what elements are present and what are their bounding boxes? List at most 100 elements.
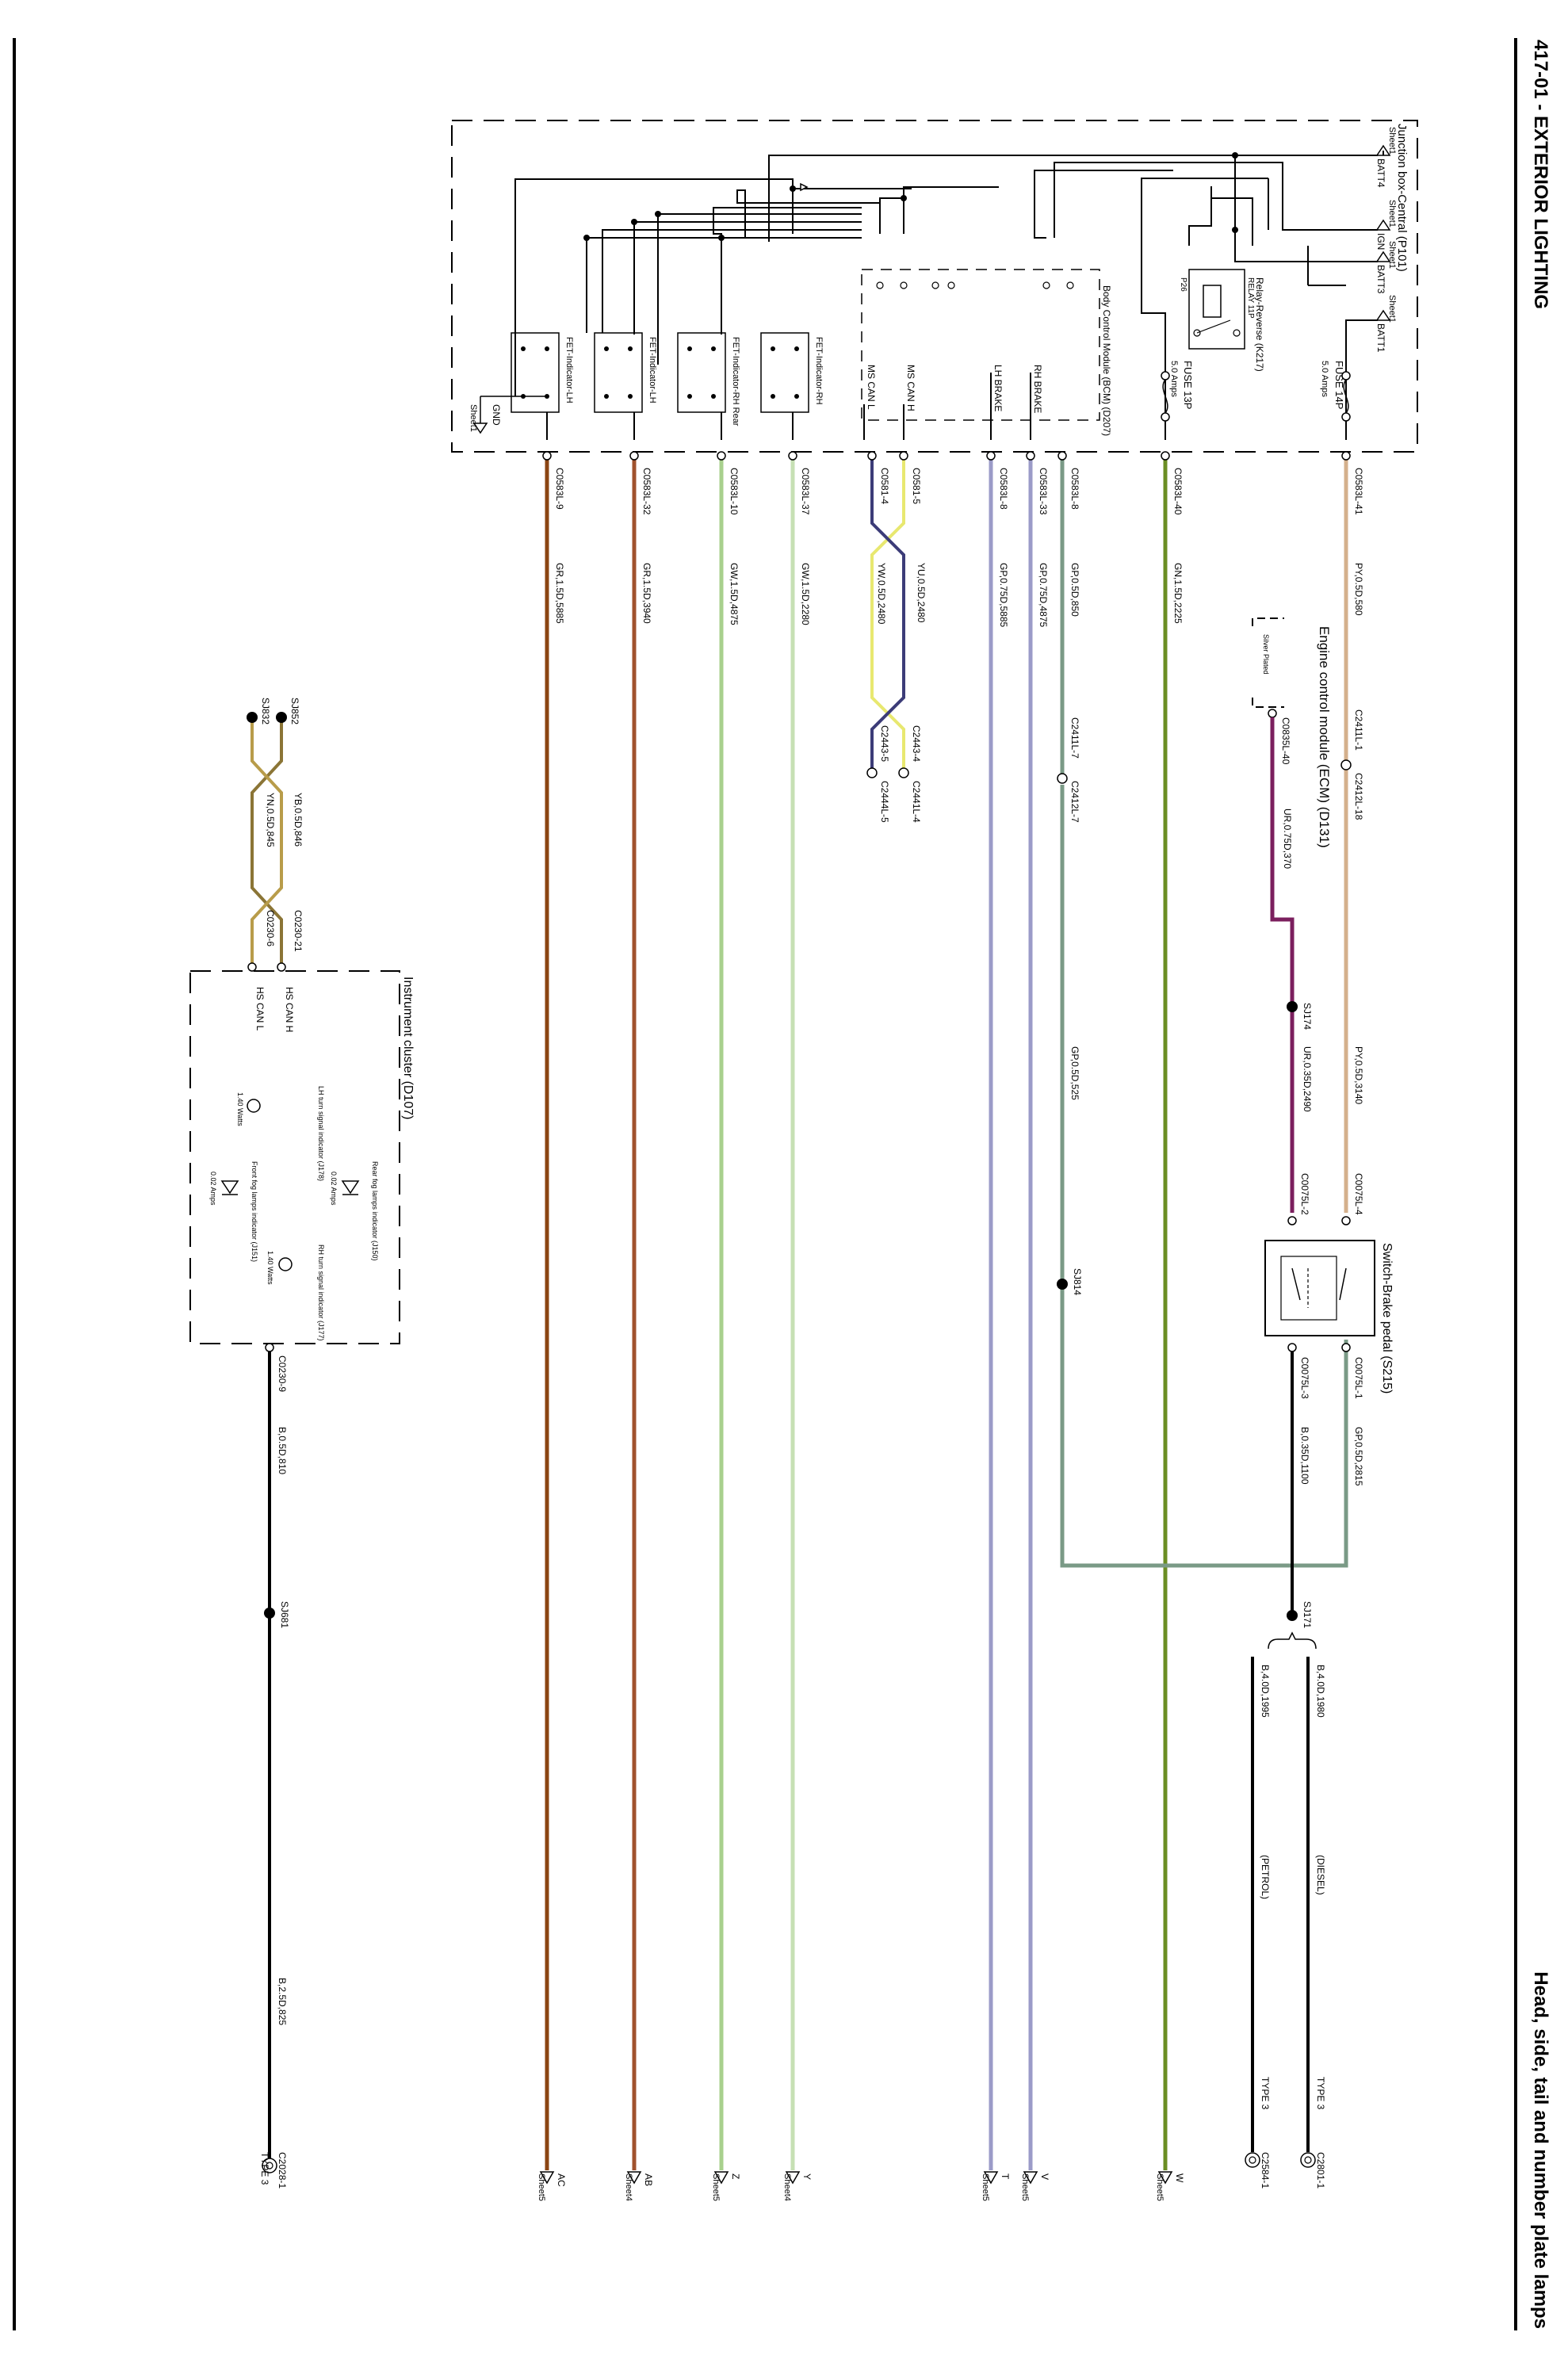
conn-c8b: C0583L-8 bbox=[998, 468, 1009, 510]
variant-type-p: TYPE 3 bbox=[1260, 2077, 1271, 2110]
lamp-lh-label: LH turn signal indicator (J178) bbox=[317, 1086, 325, 1181]
wire-w22: B,0.5D,810 bbox=[277, 1427, 288, 1474]
conn-c10: C0583L-10 bbox=[729, 468, 740, 515]
splice-sj174-dot bbox=[1287, 1001, 1298, 1012]
variant-c2801: C2801-1 bbox=[1315, 2152, 1326, 2189]
bcm-pins bbox=[876, 281, 1074, 289]
relay-reverse: Relay-Reverse (K217) RELAY 11P P26 bbox=[1179, 269, 1265, 372]
fuse-13p: FUSE 13P 5.0 Amps bbox=[1161, 361, 1194, 422]
instrument-cluster-outline bbox=[189, 970, 400, 1344]
batt3-label: BATT3 bbox=[1375, 265, 1386, 294]
splice-s852: SJ852 bbox=[289, 698, 300, 724]
conn-c32: C0583L-32 bbox=[641, 468, 652, 515]
junction-box-title: Junction box-Central (P101) bbox=[1395, 124, 1409, 272]
bus-arrow-icon bbox=[800, 182, 809, 192]
relay-sub2: P26 bbox=[1179, 277, 1187, 292]
wire-w1: PY,0.5D,580 bbox=[1353, 563, 1364, 616]
bs-c3: C0075L-3 bbox=[1299, 1357, 1310, 1399]
conn-c8: C0583L-8 bbox=[1069, 468, 1080, 510]
fuse-icon bbox=[1162, 379, 1168, 414]
bs-c4: C0075L-4 bbox=[1353, 1173, 1364, 1215]
splice-sj171-dot bbox=[1287, 1610, 1298, 1621]
out-ab: AB bbox=[643, 2173, 654, 2186]
bulb-icon bbox=[247, 1099, 261, 1113]
fet-indicator-lh-2: FET-Indicator-LH bbox=[511, 332, 574, 413]
arrow-t-icon bbox=[983, 2171, 999, 2185]
bcm-outline bbox=[861, 269, 1100, 421]
inline-conn-g bbox=[866, 767, 878, 778]
wire-w6: YU,0.5D,2480 bbox=[916, 563, 927, 623]
wire-w16: GP,0.5D,2815 bbox=[1353, 1427, 1364, 1486]
conn-c9: C0583L-9 bbox=[554, 468, 565, 510]
wire-w12: UR,0.75D,370 bbox=[1282, 809, 1293, 869]
fet-rh-label: FET-Indicator-RH bbox=[814, 337, 824, 405]
lamp-rfog-label: Rear fog lamps indicator (J150) bbox=[371, 1161, 379, 1261]
splice-s832: SJ832 bbox=[260, 698, 271, 724]
cluster-c6: C0230-6 bbox=[265, 910, 276, 946]
conn-c40: C0583L-40 bbox=[1172, 468, 1184, 515]
fuse-icon bbox=[1343, 379, 1349, 414]
fuse-13p-rating: 5.0 Amps bbox=[1169, 361, 1179, 397]
fet-lh-label: FET-Indicator-LH bbox=[648, 337, 657, 403]
wire-w3: GP,0.5D,850 bbox=[1069, 563, 1080, 617]
cluster-c2028: C2028-1 bbox=[277, 2152, 288, 2189]
main-wires bbox=[545, 452, 1348, 2170]
out-w-sheet: Sheet5 bbox=[1155, 2173, 1165, 2201]
batt4-label: BATT4 bbox=[1375, 159, 1386, 188]
variant-diesel: (DIESEL) bbox=[1315, 1855, 1326, 1895]
cluster-hs-l: HS CAN L bbox=[254, 987, 266, 1031]
out-y: Y bbox=[801, 2173, 813, 2180]
conn-c37: C0583L-37 bbox=[800, 468, 811, 515]
fet-rh-rear-label: FET-Indicator-RH Rear bbox=[731, 337, 740, 426]
batt3-sheet: Sheet1 bbox=[1387, 241, 1397, 269]
cluster-c9: C0230-9 bbox=[277, 1355, 288, 1392]
led-icon bbox=[341, 1180, 360, 1195]
batt1-sheet: Sheet1 bbox=[1387, 295, 1397, 323]
inline-d: C2412L-7 bbox=[1069, 781, 1080, 823]
wire-w18: B,4.0D,1980 bbox=[1315, 1665, 1326, 1718]
section-title: 417-01 - EXTERIOR LIGHTING bbox=[1530, 40, 1551, 309]
inline-g: C2443-5 bbox=[879, 725, 890, 762]
wire-w9: GW,1.5D,4875 bbox=[729, 563, 740, 625]
wire-w20: YB,0.5D,846 bbox=[293, 793, 304, 847]
ecm-note: Silver Plated bbox=[1262, 634, 1270, 675]
splice-s814: SJ814 bbox=[1072, 1268, 1083, 1295]
batt1-label: BATT1 bbox=[1375, 323, 1386, 353]
wire-w13: PY,0.5D,3140 bbox=[1353, 1046, 1364, 1104]
lamp-rfog-amps: 0.02 Amps bbox=[330, 1172, 338, 1206]
lamp-rh-watts: 1.40 Watts bbox=[266, 1251, 274, 1285]
wire-w15: GP,0.5D,525 bbox=[1069, 1046, 1080, 1100]
inline-conn-a bbox=[1340, 759, 1352, 770]
splice-sj832-dot bbox=[247, 712, 258, 723]
output-arrows: W Sheet5 V Sheet5 T Sheet5 Y Sheet4 Z Sh… bbox=[537, 2171, 1185, 2201]
arrow-ab-icon bbox=[626, 2171, 642, 2185]
wire-w11: GR,1.5D,5885 bbox=[554, 563, 565, 624]
arrow-ac-icon bbox=[539, 2171, 555, 2185]
conn-c5: C0581-5 bbox=[911, 468, 922, 504]
wire-labels: PY,0.5D,580 GN,1.5D,2225 GP,0.5D,850 GP,… bbox=[554, 563, 1364, 628]
wire-w14: UR,0.35D,2490 bbox=[1302, 1046, 1313, 1112]
ecm-conn: C0835L-40 bbox=[1280, 717, 1291, 765]
inline-conn-c bbox=[1057, 773, 1068, 784]
ign-arrow-icon bbox=[1375, 219, 1391, 231]
wire-w5: GP,0.75D,5885 bbox=[998, 563, 1009, 628]
relay-label: Relay-Reverse (K217) bbox=[1254, 277, 1265, 372]
ecm-wire bbox=[1270, 717, 1295, 1213]
inline-b: C2412L-18 bbox=[1353, 773, 1364, 820]
ms-can-twisted-pair bbox=[870, 452, 905, 769]
out-w: W bbox=[1174, 2173, 1185, 2183]
out-z-sheet: Sheet5 bbox=[711, 2173, 721, 2201]
fuse-14p-label: FUSE 14P bbox=[1333, 361, 1345, 409]
inline-f: C2441L-4 bbox=[911, 781, 922, 823]
lamp-rear-fog: Rear fog lamps indicator (J150) 0.02 Amp… bbox=[330, 1161, 379, 1261]
junction-dots bbox=[583, 152, 1238, 241]
batt3-arrow-icon bbox=[1375, 250, 1391, 262]
batt4-sheet: Sheet1 bbox=[1387, 127, 1397, 155]
junction-box-outline bbox=[451, 120, 1418, 453]
conn-c41: C0583L-41 bbox=[1353, 468, 1364, 515]
led-icon bbox=[220, 1180, 239, 1195]
variant-petrol: (PETROL) bbox=[1260, 1855, 1271, 1899]
out-v-sheet: Sheet5 bbox=[1020, 2173, 1030, 2201]
connector-labels: C0583L-41 C0583L-40 C0583L-8 C0583L-33 C… bbox=[554, 468, 1364, 515]
